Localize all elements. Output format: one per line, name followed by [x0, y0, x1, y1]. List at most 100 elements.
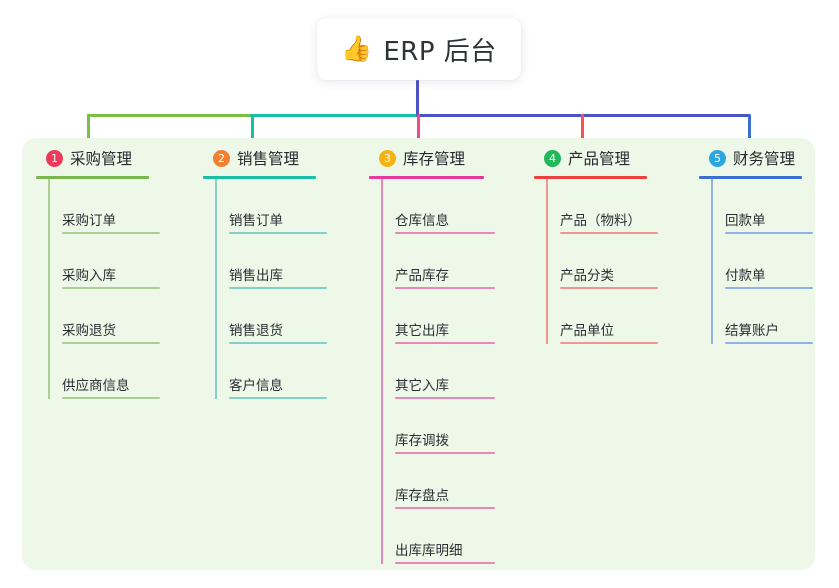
- branch-item-rule: [62, 287, 160, 289]
- branch-items-4: 产品（物料） 产品分类产品单位: [532, 179, 682, 344]
- branch-item[interactable]: 产品（物料）: [546, 179, 682, 234]
- root-title: ERP 后台: [383, 36, 497, 67]
- branch-item-label: 采购入库: [62, 268, 116, 284]
- branch-item[interactable]: 付款单: [711, 234, 837, 289]
- branch-spine-5: [711, 179, 713, 344]
- branch-item[interactable]: 结算账户: [711, 289, 837, 344]
- drop-line-2: [251, 114, 254, 145]
- branch-item-rule: [395, 232, 495, 234]
- branch-column-1: 1 采购管理采购订单采购入库采购退货供应商信息: [34, 146, 184, 399]
- branch-header-5[interactable]: 5 财务管理: [697, 146, 837, 170]
- branch-item-rule: [395, 287, 495, 289]
- branch-item-rule: [395, 452, 495, 454]
- branch-item[interactable]: 销售退货: [215, 289, 351, 344]
- branch-header-1[interactable]: 1 采购管理: [34, 146, 184, 170]
- branch-header-rule-5: [699, 176, 802, 179]
- branch-item-label: 仓库信息: [395, 213, 449, 229]
- branch-item[interactable]: 采购入库: [48, 234, 184, 289]
- branch-item[interactable]: 其它入库: [381, 344, 519, 399]
- branch-badge-5: 5: [709, 149, 726, 167]
- bus-teal: [250, 114, 418, 117]
- branch-column-3: 3 库存管理仓库信息产品库存其它出库其它入库库存调拨库存盘点出库库明细: [367, 146, 519, 564]
- branch-item[interactable]: 产品分类: [546, 234, 682, 289]
- branch-spine-3: [381, 179, 383, 564]
- branch-item-label: 回款单: [725, 213, 766, 229]
- branch-item-label: 付款单: [725, 268, 766, 284]
- branch-item-rule: [395, 397, 495, 399]
- branch-item-label: 结算账户: [725, 323, 779, 339]
- branch-item[interactable]: 产品库存: [381, 234, 519, 289]
- branch-title-3: 库存管理: [403, 150, 466, 168]
- branch-items-2: 销售订单销售出库销售退货客户信息: [201, 179, 351, 399]
- branch-column-4: 4 产品管理产品（物料） 产品分类产品单位: [532, 146, 682, 344]
- bus-green: [87, 114, 252, 117]
- branch-item-label: 客户信息: [229, 378, 283, 394]
- branch-column-5: 5 财务管理回款单付款单结算账户: [697, 146, 837, 344]
- branch-item-label: 产品（物料）: [560, 213, 641, 229]
- branch-item-rule: [62, 397, 160, 399]
- branch-item-rule: [229, 397, 327, 399]
- branch-badge-1: 1: [46, 149, 63, 167]
- branch-item-rule: [229, 287, 327, 289]
- branch-title-5: 财务管理: [733, 150, 796, 168]
- branch-items-3: 仓库信息产品库存其它出库其它入库库存调拨库存盘点出库库明细: [367, 179, 519, 564]
- branch-title-2: 销售管理: [237, 150, 300, 168]
- branch-item[interactable]: 其它出库: [381, 289, 519, 344]
- branch-item-rule: [725, 232, 813, 234]
- branch-item[interactable]: 销售订单: [215, 179, 351, 234]
- branch-spine-1: [48, 179, 50, 399]
- branch-item-rule: [395, 562, 495, 564]
- branch-items-5: 回款单付款单结算账户: [697, 179, 837, 344]
- trunk-vertical: [416, 80, 419, 116]
- branch-item-rule: [725, 287, 813, 289]
- branch-item-label: 产品分类: [560, 268, 614, 284]
- branch-title-4: 产品管理: [568, 150, 631, 168]
- drop-line-1: [87, 114, 90, 145]
- drop-line-5: [748, 114, 751, 145]
- branch-item[interactable]: 采购退货: [48, 289, 184, 344]
- branch-item-label: 销售订单: [229, 213, 283, 229]
- branch-badge-3: 3: [379, 149, 396, 167]
- branch-item[interactable]: 回款单: [711, 179, 837, 234]
- branch-item-label: 库存调拨: [395, 433, 449, 449]
- branch-item[interactable]: 库存调拨: [381, 399, 519, 454]
- branch-item-label: 销售出库: [229, 268, 283, 284]
- branch-item[interactable]: 供应商信息: [48, 344, 184, 399]
- root-node[interactable]: 👍 ERP 后台: [317, 18, 521, 80]
- branch-item[interactable]: 客户信息: [215, 344, 351, 399]
- branch-item-rule: [395, 342, 495, 344]
- branch-title-1: 采购管理: [70, 150, 133, 168]
- branch-item-rule: [229, 342, 327, 344]
- branch-items-1: 采购订单采购入库采购退货供应商信息: [34, 179, 184, 399]
- branch-item-label: 采购退货: [62, 323, 116, 339]
- drop-line-4: [581, 114, 584, 145]
- branch-header-3[interactable]: 3 库存管理: [367, 146, 519, 170]
- branch-header-rule-2: [203, 176, 316, 179]
- branch-item-rule: [395, 507, 495, 509]
- branch-item-rule: [62, 342, 160, 344]
- branch-item-rule: [725, 342, 813, 344]
- branch-item[interactable]: 销售出库: [215, 234, 351, 289]
- branch-item-label: 库存盘点: [395, 488, 449, 504]
- branch-item-rule: [560, 342, 658, 344]
- branch-item[interactable]: 采购订单: [48, 179, 184, 234]
- branch-item[interactable]: 仓库信息: [381, 179, 519, 234]
- branch-item-label: 供应商信息: [62, 378, 130, 394]
- branch-header-rule-1: [36, 176, 149, 179]
- branch-item[interactable]: 库存盘点: [381, 454, 519, 509]
- branch-badge-4: 4: [544, 149, 561, 167]
- branch-item-label: 采购订单: [62, 213, 116, 229]
- branch-item-label: 其它出库: [395, 323, 449, 339]
- branch-item-label: 出库库明细: [395, 543, 463, 559]
- branch-item-rule: [229, 232, 327, 234]
- branch-header-4[interactable]: 4 产品管理: [532, 146, 682, 170]
- branch-item-rule: [560, 232, 658, 234]
- drop-line-3: [417, 114, 420, 145]
- branch-item[interactable]: 产品单位: [546, 289, 682, 344]
- branch-item-label: 销售退货: [229, 323, 283, 339]
- branch-item[interactable]: 出库库明细: [381, 509, 519, 564]
- thumbs-up-icon: 👍: [341, 34, 373, 63]
